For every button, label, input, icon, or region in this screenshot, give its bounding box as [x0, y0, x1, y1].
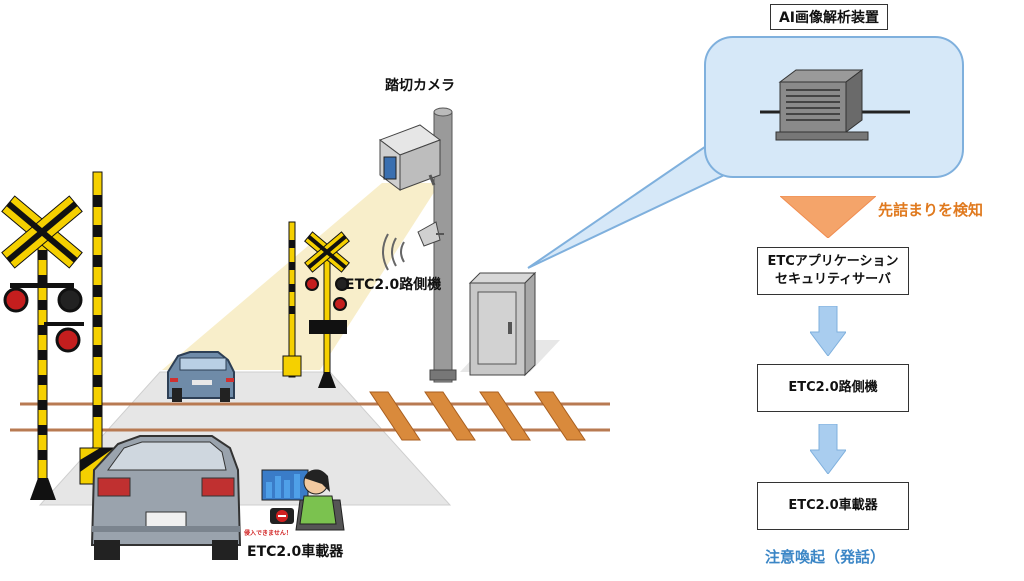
detection-arrow-icon: [780, 196, 876, 238]
railway-track: [10, 391, 610, 441]
ai-device-bubble: [704, 36, 964, 178]
crossing-signal-left: [1, 195, 84, 500]
car-near-icon: [90, 435, 242, 560]
car-far-icon: [167, 351, 235, 402]
crossing-signal-far: [282, 221, 350, 388]
camera-label: 踏切カメラ: [385, 78, 455, 94]
antenna-icon: [382, 221, 444, 271]
alert-label: 注意喚起（発話）: [765, 548, 886, 566]
camera-icon: [378, 124, 442, 191]
warning-text: 侵入できません！: [244, 530, 292, 537]
detection-label: 先詰まりを検知: [878, 201, 984, 219]
flow-arrow-1-icon: [810, 306, 846, 356]
ai-device-title: AI画像解析装置: [770, 4, 888, 30]
flow-box-onboard-unit: ETC2.0車載器: [757, 482, 909, 530]
server-icon: [760, 69, 910, 141]
flow-box-security-server: ETCアプリケーション セキュリティサーバ: [757, 247, 909, 295]
driver-icon: [261, 469, 345, 531]
flow-arrow-2-icon: [810, 424, 846, 474]
onboard-unit-label: ETC2.0車載器: [247, 544, 344, 560]
flow-box-roadside-unit: ETC2.0路側機: [757, 364, 909, 412]
roadside-unit-label: ETC2.0路側機: [345, 277, 442, 293]
camera-beam: [162, 183, 440, 370]
equipment-cabinet-icon: [460, 271, 560, 377]
camera-pole: [429, 107, 457, 383]
